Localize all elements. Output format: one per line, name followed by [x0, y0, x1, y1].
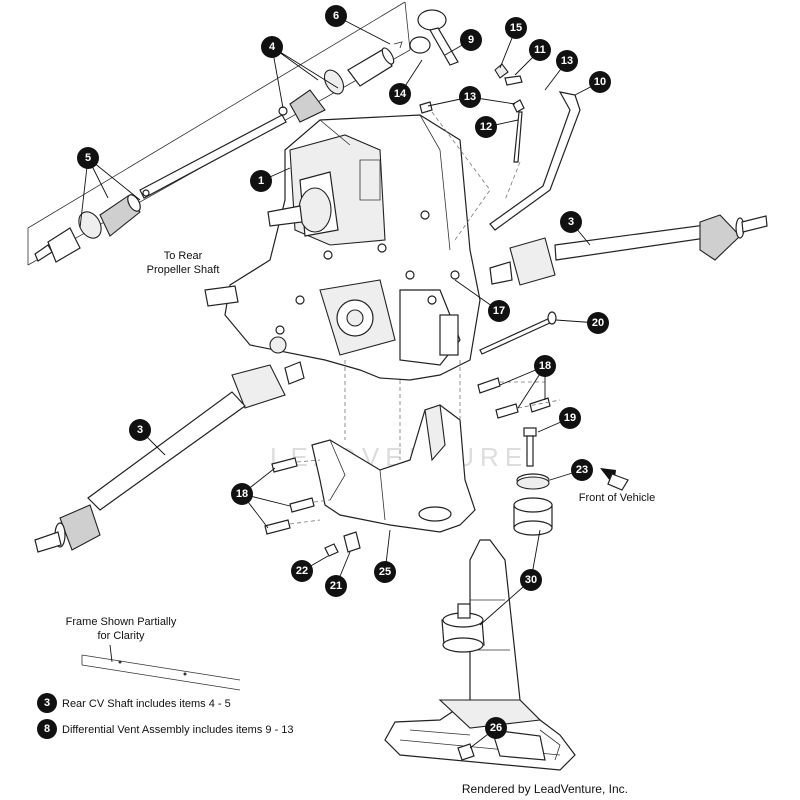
cv-shaft-right — [489, 214, 768, 286]
svg-text:18: 18 — [236, 488, 248, 500]
callout-18-left[interactable]: 18 — [231, 483, 253, 505]
front-of-vehicle-arrow — [600, 468, 629, 491]
svg-text:18: 18 — [539, 360, 551, 372]
callout-13-center[interactable]: 13 — [459, 86, 481, 108]
svg-text:14: 14 — [394, 88, 407, 100]
legend-callout-8: 8 — [37, 719, 57, 739]
callout-19[interactable]: 19 — [559, 407, 581, 429]
legend-text-8: Differential Vent Assembly includes item… — [62, 724, 294, 736]
label-to-rear: To Rear — [164, 250, 203, 262]
legend-text-3: Rear CV Shaft includes items 4 - 5 — [62, 698, 231, 710]
callout-20[interactable]: 20 — [587, 312, 609, 334]
callout-5[interactable]: 5 — [77, 147, 99, 169]
svg-text:30: 30 — [525, 574, 537, 586]
label-frame-shown-1: Frame Shown Partially — [66, 616, 177, 628]
callout-17[interactable]: 17 — [488, 300, 510, 322]
callout-3-right[interactable]: 3 — [560, 211, 582, 233]
callout-22[interactable]: 22 — [291, 560, 313, 582]
svg-text:15: 15 — [510, 22, 522, 34]
label-propeller-shaft: Propeller Shaft — [147, 264, 220, 276]
bolts-18 — [264, 377, 561, 535]
svg-text:5: 5 — [85, 152, 91, 164]
differential-housing — [204, 114, 481, 381]
callout-14[interactable]: 14 — [389, 83, 411, 105]
callout-1[interactable]: 1 — [250, 170, 272, 192]
callout-3-left[interactable]: 3 — [129, 419, 151, 441]
frame — [384, 539, 576, 771]
callout-26[interactable]: 26 — [485, 717, 507, 739]
callout-9[interactable]: 9 — [460, 29, 482, 51]
svg-text:1: 1 — [258, 175, 264, 187]
callout-11[interactable]: 11 — [529, 39, 551, 61]
credit-text: Rendered by LeadVenture, Inc. — [462, 782, 628, 796]
svg-text:13: 13 — [464, 91, 476, 103]
callout-23[interactable]: 23 — [571, 459, 593, 481]
callout-13-right[interactable]: 13 — [556, 50, 578, 72]
svg-text:11: 11 — [534, 44, 546, 56]
callout-25[interactable]: 25 — [374, 561, 396, 583]
callout-12[interactable]: 12 — [475, 116, 497, 138]
svg-text:9: 9 — [468, 34, 474, 46]
svg-text:6: 6 — [333, 10, 339, 22]
bushings — [441, 473, 553, 653]
svg-text:19: 19 — [564, 412, 576, 424]
svg-text:8: 8 — [44, 723, 50, 735]
cv-shaft-left — [34, 361, 305, 553]
vent-assembly — [409, 9, 581, 241]
svg-text:12: 12 — [480, 121, 492, 133]
callout-30[interactable]: 30 — [520, 569, 542, 591]
bolt-19 — [523, 427, 537, 467]
callout-15[interactable]: 15 — [505, 17, 527, 39]
svg-text:3: 3 — [568, 216, 574, 228]
callout-4[interactable]: 4 — [261, 36, 283, 58]
frame-partial — [81, 654, 241, 691]
svg-text:23: 23 — [576, 464, 588, 476]
callout-6[interactable]: 6 — [325, 5, 347, 27]
legend-callout-3: 3 — [37, 693, 57, 713]
cv-shaft-exploded-box — [27, 1, 411, 266]
label-frame-shown-2: for Clarity — [97, 630, 145, 642]
mount-bracket — [311, 360, 476, 533]
svg-text:3: 3 — [44, 697, 50, 709]
svg-text:25: 25 — [379, 566, 391, 578]
svg-text:4: 4 — [269, 41, 276, 53]
svg-text:10: 10 — [594, 76, 606, 88]
callout-21[interactable]: 21 — [325, 575, 347, 597]
label-front-of-vehicle: Front of Vehicle — [579, 492, 655, 504]
callout-10[interactable]: 10 — [589, 71, 611, 93]
svg-text:21: 21 — [330, 580, 342, 592]
svg-text:17: 17 — [493, 305, 505, 317]
svg-text:26: 26 — [490, 722, 502, 734]
svg-text:22: 22 — [296, 565, 308, 577]
callout-18-right[interactable]: 18 — [534, 355, 556, 377]
svg-text:13: 13 — [561, 55, 573, 67]
bolt-20 — [479, 311, 557, 355]
svg-text:3: 3 — [137, 424, 143, 436]
legend: 3 Rear CV Shaft includes items 4 - 5 8 D… — [37, 693, 294, 739]
svg-text:20: 20 — [592, 317, 604, 329]
